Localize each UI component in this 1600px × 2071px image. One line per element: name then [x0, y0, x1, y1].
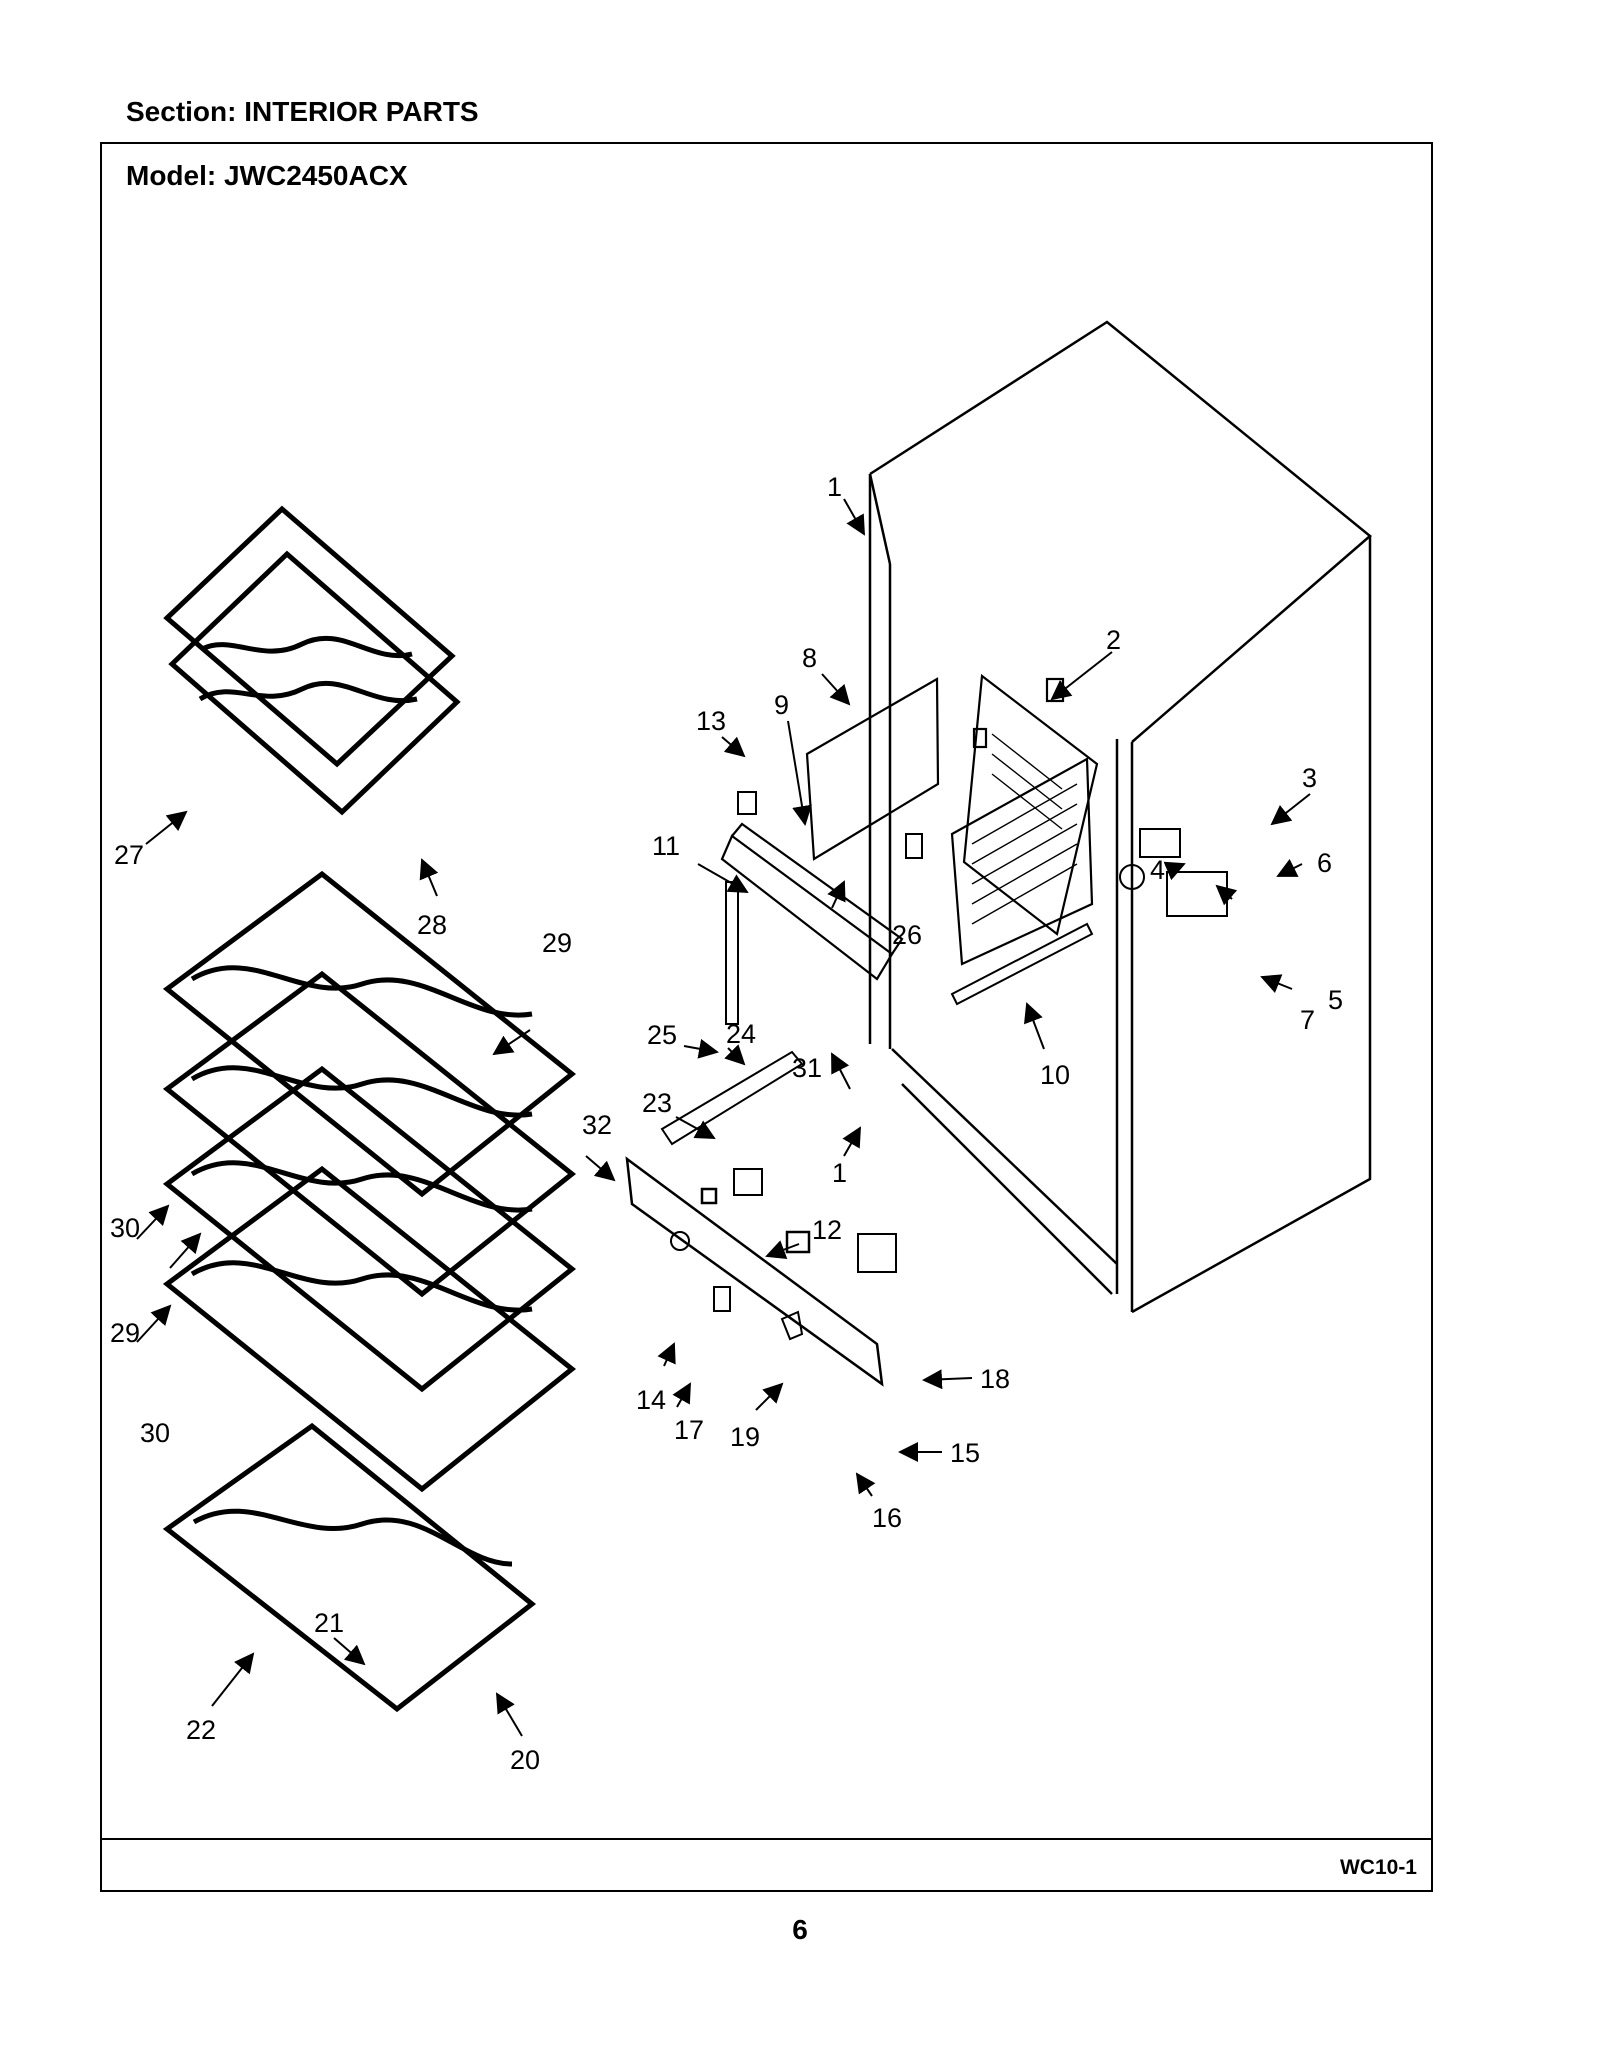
callout-8: 8 — [802, 643, 817, 673]
wine-rack-30 — [162, 970, 577, 1298]
callout-22: 22 — [186, 1715, 216, 1745]
rail-lower — [950, 922, 1094, 1006]
callout-13: 13 — [696, 706, 726, 736]
callout-30b: 30 — [140, 1418, 170, 1448]
callout-16: 16 — [872, 1503, 902, 1533]
wine-rack-29 — [162, 870, 577, 1198]
small-components — [670, 791, 1228, 1341]
callout-14: 14 — [636, 1385, 666, 1415]
evaporator-assembly — [805, 673, 1099, 966]
control-panel — [625, 1156, 884, 1387]
exploded-parts-diagram: 1 2 3 4 5 6 7 8 9 10 11 12 13 14 15 16 1… — [110, 320, 1372, 1775]
evaporator-grille — [971, 733, 1078, 925]
footer-divider — [102, 1838, 1431, 1840]
page-number: 6 — [792, 1914, 808, 1945]
cabinet — [868, 320, 1372, 1314]
callout-2: 2 — [1106, 625, 1121, 655]
callout-18: 18 — [980, 1364, 1010, 1394]
callout-30: 30 — [110, 1213, 140, 1243]
callout-17: 17 — [674, 1415, 704, 1445]
callout-12: 12 — [812, 1215, 842, 1245]
duct-channel — [720, 822, 904, 981]
callout-19: 19 — [730, 1422, 760, 1452]
callout-32: 32 — [582, 1110, 612, 1140]
wine-rack-27 — [163, 505, 461, 816]
rail — [660, 1050, 804, 1146]
rod — [725, 881, 739, 1025]
callout-10: 10 — [1040, 1060, 1070, 1090]
callout-15: 15 — [950, 1438, 980, 1468]
callout-20: 20 — [510, 1745, 540, 1775]
callout-26: 26 — [892, 920, 922, 950]
callout-27: 27 — [114, 840, 144, 870]
callout-leaders — [136, 498, 1311, 1737]
callout-4: 4 — [1150, 855, 1165, 885]
figure-code: WC10-1 — [1339, 1856, 1417, 1879]
wine-rack-22 — [162, 1422, 537, 1713]
section-title: Section: INTERIOR PARTS — [126, 96, 479, 127]
callout-5: 5 — [1328, 985, 1343, 1015]
wine-rack-30b — [162, 1165, 577, 1493]
callout-labels: 1 2 3 4 5 6 7 8 9 10 11 12 13 14 15 16 1… — [110, 472, 1343, 1775]
callout-31: 31 — [792, 1053, 822, 1083]
callout-7: 7 — [1300, 1005, 1315, 1035]
callout-9: 9 — [774, 690, 789, 720]
callout-29b: 29 — [110, 1318, 140, 1348]
callout-1b: 1 — [832, 1158, 847, 1188]
callout-24: 24 — [726, 1019, 756, 1049]
callout-1: 1 — [827, 472, 842, 502]
callout-28: 28 — [417, 910, 447, 940]
diagram-frame: Model: JWC2450ACX — [100, 142, 1433, 1892]
wine-rack-29b — [162, 1065, 577, 1393]
callout-21: 21 — [314, 1608, 344, 1638]
callout-6: 6 — [1317, 848, 1332, 878]
callout-29: 29 — [542, 928, 572, 958]
callout-11: 11 — [652, 831, 680, 861]
callout-3: 3 — [1302, 763, 1317, 793]
callout-25: 25 — [647, 1020, 677, 1050]
model-title: Model: JWC2450ACX — [126, 160, 408, 191]
callout-23: 23 — [642, 1088, 672, 1118]
